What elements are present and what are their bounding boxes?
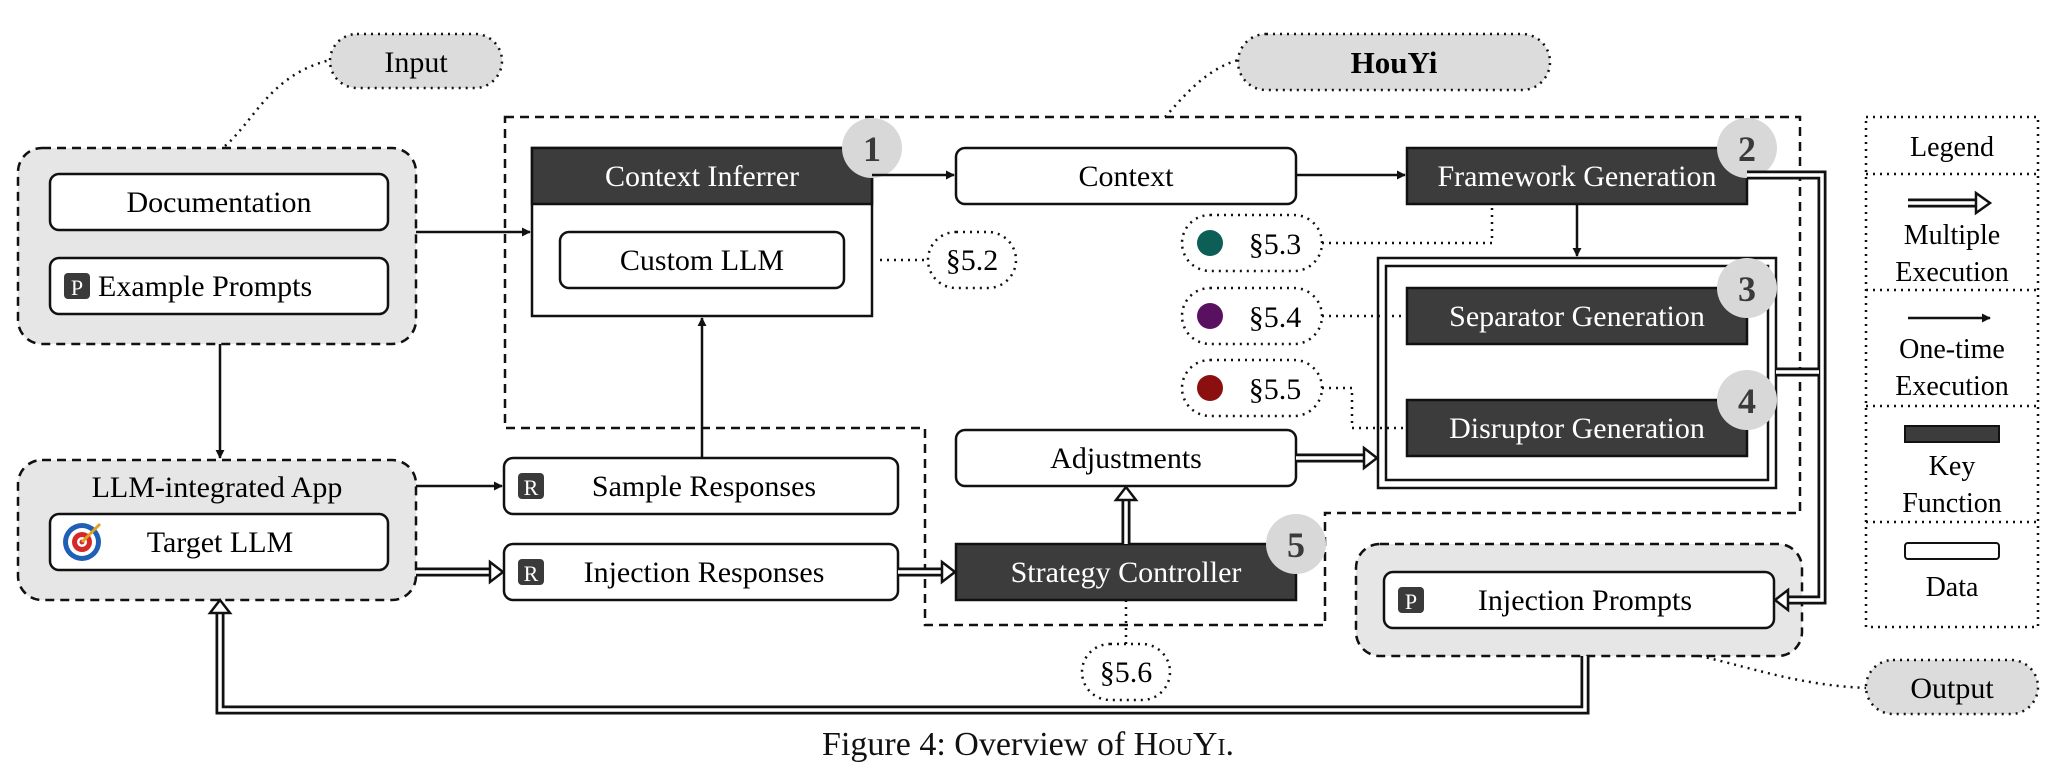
custom-llm-box	[558, 230, 846, 290]
input-label: Input	[384, 46, 448, 79]
legend-data-label: Data	[1926, 572, 1979, 603]
step-5-badge	[1266, 514, 1326, 574]
legend-title: Legend	[1910, 132, 1994, 163]
output-pill	[1864, 658, 2040, 716]
sample-responses-label: Sample Responses	[592, 470, 816, 503]
target-icon	[63, 522, 102, 561]
injection-responses-label: Injection Responses	[584, 556, 825, 589]
response-badge-icon	[518, 473, 544, 499]
output-leader	[1699, 654, 1867, 690]
framework-generation-label: Framework Generation	[1437, 160, 1716, 193]
s53-leader	[1322, 206, 1494, 245]
multiple-arrows	[207, 170, 1827, 715]
legend-multiple-arrow-icon	[1908, 190, 1993, 216]
step-5-number: 5	[1287, 525, 1305, 565]
arrow-strategy-to-adjustments	[1113, 484, 1139, 544]
onetime-arrows	[215, 170, 1582, 491]
step-3-number: 3	[1738, 269, 1756, 309]
context-label: Context	[1079, 160, 1175, 193]
prompt-badge-icon	[64, 273, 90, 299]
arrow-generation-to-injection-prompts	[1747, 170, 1827, 613]
prompt-badge-letter: P	[71, 275, 83, 300]
target-llm-box	[48, 512, 390, 572]
documentation-box	[48, 172, 390, 232]
response-badge-letter-2: R	[524, 561, 539, 586]
s56-label: §5.6	[1100, 656, 1153, 689]
adjustments-label: Adjustments	[1050, 442, 1202, 475]
arrow-adjustments-to-group	[1296, 445, 1380, 471]
legend-key-line1: Key	[1929, 451, 1976, 482]
houyi-region	[503, 115, 1802, 627]
response-badge-icon-2	[518, 559, 544, 585]
step-1-badge	[842, 118, 902, 178]
input-pill	[328, 32, 504, 90]
legend: Legend Multiple Execution One-time Execu…	[1864, 115, 2040, 629]
legend-key-swatch	[1904, 425, 2000, 443]
target-llm-label: Target LLM	[147, 526, 293, 559]
response-badge-letter: R	[524, 475, 539, 500]
step-4-number: 4	[1738, 381, 1756, 421]
s55-dot	[1197, 375, 1223, 401]
s56-pill	[1080, 642, 1172, 702]
s53-dot	[1197, 230, 1223, 256]
legend-data-swatch	[1904, 542, 2000, 560]
step-2-number: 2	[1738, 129, 1756, 169]
custom-llm-label: Custom LLM	[620, 244, 784, 277]
context-inferrer-label: Context Inferrer	[605, 160, 799, 193]
separator-generation-box	[1405, 286, 1749, 346]
s53-label: §5.3	[1249, 228, 1302, 261]
generation-group-inner	[1384, 264, 1770, 482]
prompt-badge-letter-2: P	[1405, 589, 1417, 614]
figure-caption: Figure 4: Overview of HouYi.	[822, 726, 1234, 763]
separator-generation-label: Separator Generation	[1449, 300, 1705, 333]
llm-app-label: LLM-integrated App	[92, 471, 343, 504]
example-prompts-box	[48, 256, 390, 316]
strategy-controller-label: Strategy Controller	[1011, 556, 1242, 589]
legend-onetime-line1: One-time	[1899, 334, 2005, 365]
s54-label: §5.4	[1249, 301, 1302, 334]
arrow-output-to-app	[207, 597, 1590, 715]
input-leader	[224, 58, 331, 147]
s54-dot	[1197, 303, 1223, 329]
s52-label: §5.2	[946, 244, 999, 277]
arrow-app-to-injection	[416, 559, 506, 585]
legend-frame	[1864, 115, 2040, 629]
documentation-label: Documentation	[127, 186, 312, 219]
step-3-badge	[1717, 258, 1777, 318]
legend-onetime-line2: Execution	[1895, 371, 2009, 402]
step-2-badge	[1717, 118, 1777, 178]
houyi-leader	[1164, 58, 1239, 118]
step-1-number: 1	[863, 129, 881, 169]
injection-prompts-label: Injection Prompts	[1478, 584, 1692, 617]
legend-multiple-line2: Execution	[1895, 257, 2009, 288]
example-prompts-label: Example Prompts	[98, 270, 312, 303]
arrow-injection-to-strategy	[898, 559, 958, 585]
disruptor-generation-label: Disruptor Generation	[1449, 412, 1705, 445]
legend-key-line2: Function	[1902, 488, 2002, 519]
s55-leader	[1322, 386, 1405, 430]
legend-multiple-line1: Multiple	[1904, 220, 2000, 251]
prompt-badge-icon-2	[1398, 587, 1424, 613]
strategy-controller-box	[954, 542, 1298, 602]
output-label: Output	[1910, 672, 1994, 705]
houyi-pill	[1236, 32, 1552, 92]
s55-label: §5.5	[1249, 373, 1302, 406]
houyi-label: HouYi	[1351, 45, 1438, 80]
s52-pill	[926, 230, 1018, 290]
step-4-badge	[1717, 370, 1777, 430]
